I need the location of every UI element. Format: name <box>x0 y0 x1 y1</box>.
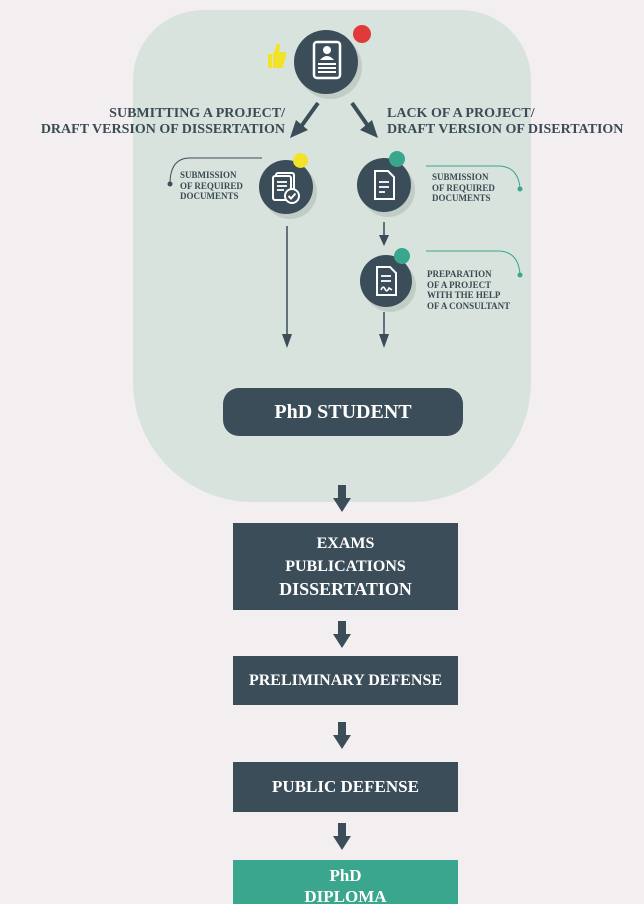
right-note2-line2: OF A PROJECT <box>427 279 492 290</box>
left-note-line1: SUBMISSION <box>180 170 237 180</box>
left-vertical-head <box>282 334 292 348</box>
green-dot <box>389 151 405 167</box>
down-arrow-3 <box>333 722 351 749</box>
left-branch-title: SUBMITTING A PROJECT/ DRAFT VERSION OF D… <box>41 106 285 138</box>
preliminary-defense-step: PRELIMINARY DEFENSE <box>233 656 458 705</box>
document-check-icon <box>259 160 313 214</box>
public-defense-step: PUBLIC DEFENSE <box>233 762 458 812</box>
exams-line: EXAMS <box>316 535 375 552</box>
right-note1-callout <box>426 165 521 189</box>
dissertation-line: DISSERTATION <box>279 579 412 599</box>
thumbs-up-icon <box>265 42 287 70</box>
yellow-dot <box>293 153 308 168</box>
right-note1-dot <box>517 186 523 192</box>
left-branch-title-line1: SUBMITTING A PROJECT/ <box>109 106 285 121</box>
diploma-line2: DIPLOMA <box>304 887 387 904</box>
phd-diploma-step: PhD DIPLOMA <box>233 860 458 904</box>
right-note1-line2: OF REQUIRED <box>432 182 495 193</box>
resume-document-icon <box>294 30 358 94</box>
public-defense-label: PUBLIC DEFENSE <box>272 777 419 796</box>
left-note-line3: DOCUMENTS <box>180 191 239 201</box>
right-second-head <box>379 334 389 348</box>
right-note2-line4: OF A CONSULTANT <box>427 300 511 311</box>
diploma-line1: PhD <box>329 866 362 885</box>
right-note2-line1: PREPARATION <box>427 269 492 279</box>
right-note2-callout <box>426 250 521 275</box>
left-note-label: SUBMISSION OF REQUIRED DOCUMENTS <box>180 170 243 202</box>
arrow-right-branch <box>350 101 370 128</box>
right-note2-dot <box>517 272 523 278</box>
down-arrow-1 <box>333 485 351 512</box>
red-dot <box>353 25 371 43</box>
right-short-head <box>379 235 389 246</box>
phd-student-node: PhD STUDENT <box>223 388 463 436</box>
preliminary-defense-label: PRELIMINARY DEFENSE <box>248 671 443 689</box>
right-note1-line3: DOCUMENTS <box>432 193 491 203</box>
left-note-callout <box>169 157 262 185</box>
right-note2-label: PREPARATION OF A PROJECT WITH THE HELP O… <box>427 269 510 311</box>
document-icon <box>357 158 411 212</box>
right-note1-line1: SUBMISSION <box>432 172 489 182</box>
right-note1-label: SUBMISSION OF REQUIRED DOCUMENTS <box>432 172 495 204</box>
right-note2-line3: WITH THE HELP <box>427 290 501 300</box>
right-branch-title-line2: DRAFT VERSION OF DISERTATION <box>387 122 624 137</box>
green-dot-2 <box>394 248 410 264</box>
right-branch-title: LACK OF A PROJECT/ DRAFT VERSION OF DISE… <box>387 106 623 138</box>
left-note-line2: OF REQUIRED <box>180 180 243 191</box>
left-note-dot <box>167 181 173 187</box>
arrow-left-branch-head <box>290 120 308 138</box>
exams-step: EXAMS PUBLICATIONS DISSERTATION <box>233 523 458 610</box>
down-arrow-2 <box>333 621 351 648</box>
phd-student-label: PhD STUDENT <box>274 400 412 423</box>
right-branch-title-line1: LACK OF A PROJECT/ <box>387 106 535 121</box>
down-arrow-4 <box>333 823 351 850</box>
publications-line: PUBLICATIONS <box>285 558 406 575</box>
arrow-right-branch-head <box>360 120 378 138</box>
left-branch-title-line2: DRAFT VERSION OF DISSERTATION <box>40 122 285 137</box>
arrow-left-branch <box>298 101 320 130</box>
